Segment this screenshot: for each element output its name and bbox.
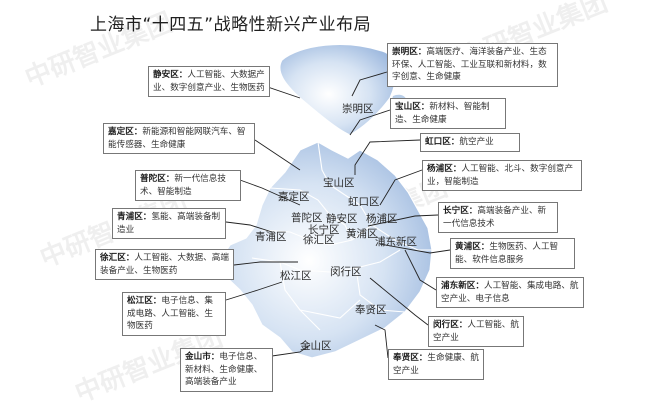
district-label-putuo: 普陀区 <box>291 211 323 224</box>
info-box-title: 杨浦区： <box>427 164 462 174</box>
mainland <box>219 141 433 359</box>
info-box-title: 松江区： <box>127 296 162 306</box>
info-box-xuhui: 徐汇区：人工智能、大数据、高端装备产业、生物医药 <box>95 249 234 280</box>
info-box-title: 长宁区： <box>443 206 478 216</box>
info-box-text: 生物医药、人工智能、软件信息服务 <box>455 242 559 265</box>
info-box-putuo: 普陀区：新一代信息技术、智能制造 <box>135 170 241 201</box>
info-box-text: 人工智能、集成电路、航空产业、电子信息 <box>441 281 579 304</box>
district-label-qingpu: 青浦区 <box>255 230 287 243</box>
info-box-title: 宝山区： <box>395 102 430 112</box>
info-box-baoshan: 宝山区：新材料、智能制造、生命健康 <box>390 98 506 129</box>
district-label-pudong: 浦东新区 <box>375 235 417 248</box>
district-label-huangpu: 黄浦区 <box>346 227 378 240</box>
info-box-pudong: 浦东新区：人工智能、集成电路、航空产业、电子信息 <box>436 277 584 308</box>
info-box-title: 崇明区： <box>392 47 427 57</box>
info-box-minhang: 闵行区：人工智能、航空产业 <box>428 316 524 347</box>
info-box-fengxian: 奉贤区：生命健康、航空产业 <box>388 349 484 380</box>
info-box-title: 奉贤区： <box>393 353 428 363</box>
info-box-title: 闵行区： <box>433 320 468 330</box>
info-box-jiading: 嘉定区：新能源和智能网联汽车、智能传感器、生命健康 <box>103 123 255 154</box>
info-box-text: 氢能、高端装备制造业 <box>117 212 221 235</box>
info-box-yangpu: 杨浦区：人工智能、北斗、数字创意产业，智能制造 <box>422 160 582 191</box>
info-box-title: 金山市： <box>185 352 220 362</box>
info-box-text: 人工智能、大数据、高端装备产业、生物医药 <box>100 253 229 276</box>
district-label-xuhui: 徐汇区 <box>303 233 335 246</box>
info-box-title: 普陀区： <box>140 174 175 184</box>
info-box-text: 电子信息、集成电路、人工智能、生物医药 <box>127 296 213 331</box>
district-label-minhang: 闵行区 <box>330 265 362 278</box>
district-label-jingan: 静安区 <box>326 212 358 225</box>
info-box-title: 静安区： <box>153 70 188 80</box>
page-title: 上海市“十四五”战略性新兴产业布局 <box>90 15 372 35</box>
info-box-huangpu: 黄浦区：生物医药、人工智能、软件信息服务 <box>450 238 575 269</box>
info-box-text: 生命健康、航空产业 <box>393 353 479 376</box>
connector-lines <box>225 71 451 359</box>
info-box-text: 新材料、智能制造、生命健康 <box>395 102 490 125</box>
district-label-yangpu: 杨浦区 <box>366 212 398 225</box>
info-box-title: 青浦区： <box>117 212 152 222</box>
island-chongming <box>279 43 397 136</box>
info-box-title: 黄浦区： <box>455 242 490 252</box>
info-box-title: 嘉定区： <box>108 127 143 137</box>
info-box-title: 浦东新区： <box>441 281 484 291</box>
district-label-jiading: 嘉定区 <box>278 190 310 203</box>
district-label-changning: 长宁区 <box>308 223 340 236</box>
info-box-jinshan: 金山市：电子信息、新材料、生命健康、高端装备产业 <box>180 348 273 392</box>
info-box-jingan: 静安区：人工智能、大数据产业、数字创意产业、生物医药 <box>148 66 270 97</box>
info-box-text: 新能源和智能网联汽车、智能传感器、生命健康 <box>108 127 246 150</box>
info-box-changning: 长宁区：高端装备产业、新一代信息技术 <box>438 202 558 233</box>
info-box-text: 高端装备产业、新一代信息技术 <box>443 206 547 229</box>
district-label-jinshan: 金山区 <box>300 339 332 352</box>
district-label-baoshan: 宝山区 <box>323 176 355 189</box>
info-box-text: 人工智能、航空产业 <box>433 320 519 343</box>
info-box-songjiang: 松江区：电子信息、集成电路、人工智能、生物医药 <box>122 292 226 336</box>
district-label-hongkou: 虹口区 <box>348 196 380 208</box>
district-label-chongming: 崇明区 <box>342 103 374 115</box>
district-label-songjiang: 松江区 <box>280 269 312 282</box>
info-box-title: 虹口区： <box>425 137 460 147</box>
info-box-text: 电子信息、新材料、生命健康、高端装备产业 <box>185 352 263 387</box>
info-box-text: 高端医疗、海洋装备产业、生态环保、人工智能、工业互联和新材料，数字创意、生命健康 <box>392 47 547 82</box>
info-box-text: 新一代信息技术、智能制造 <box>140 174 226 197</box>
info-box-qingpu: 青浦区：氢能、高端装备制造业 <box>112 208 226 239</box>
info-box-text: 人工智能、北斗、数字创意产业，智能制造 <box>427 164 574 187</box>
info-box-title: 徐汇区： <box>100 253 135 263</box>
info-box-text: 航空产业 <box>459 137 494 147</box>
info-box-chongming: 崇明区：高端医疗、海洋装备产业、生态环保、人工智能、工业互联和新材料，数字创意、… <box>387 43 558 87</box>
district-label-fengxian: 奉贤区 <box>355 303 387 316</box>
info-box-text: 人工智能、大数据产业、数字创意产业、生物医药 <box>153 70 265 93</box>
info-box-hongkou: 虹口区：航空产业 <box>420 133 520 152</box>
